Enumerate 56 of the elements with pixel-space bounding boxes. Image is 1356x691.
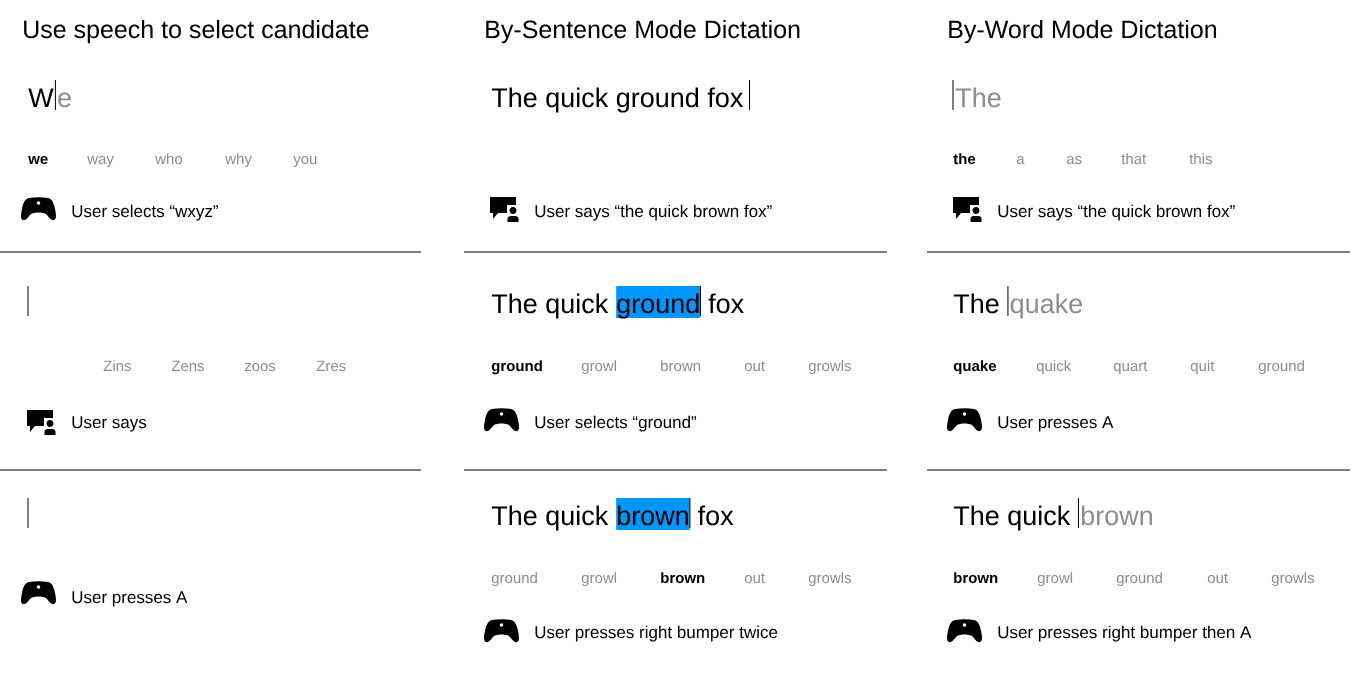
candidate-word: quick xyxy=(1036,360,1072,375)
candidate-word: brown xyxy=(661,360,701,372)
step-caption: User selects “ground” xyxy=(535,415,697,432)
candidate-word: ground xyxy=(491,572,537,587)
step-caption: User presses right bumper twice xyxy=(535,625,778,642)
candidate-word: growl xyxy=(581,360,617,375)
candidate-word: ground xyxy=(1116,572,1162,587)
highlighted-word: ground xyxy=(616,286,701,319)
step-caption: User says “the quick brown fox” xyxy=(535,204,772,221)
candidate-word: you xyxy=(293,155,317,168)
candidate-word: out xyxy=(1207,573,1228,584)
candidate-word: Zres xyxy=(316,360,346,372)
step-caption: User presses right bumper then A xyxy=(998,625,1252,642)
suggested-text: The xyxy=(955,87,1001,108)
candidate-word: a xyxy=(1016,155,1025,165)
candidate-word: the xyxy=(953,153,976,165)
candidate-word: that xyxy=(1121,153,1147,165)
candidate-word: we xyxy=(28,155,48,165)
candidate-word: way xyxy=(87,155,114,168)
suggested-text: quake xyxy=(1010,293,1082,319)
candidate-word: growl xyxy=(1037,572,1073,587)
candidate-word: Zins xyxy=(103,360,131,372)
candidate-word: ground xyxy=(491,360,542,375)
candidate-word: brown xyxy=(661,572,705,584)
candidate-word: ground xyxy=(1258,360,1304,375)
candidate-word: quart xyxy=(1113,361,1148,375)
candidate-word: Zens xyxy=(171,360,204,372)
suggested-text: brown xyxy=(1081,505,1152,526)
candidate-word: brown xyxy=(954,572,998,584)
candidate-word: growls xyxy=(1271,572,1314,587)
candidate-word: quake xyxy=(953,360,997,375)
step-caption: User selects “wxyz” xyxy=(72,204,218,221)
column-heading: By-Word Mode Dictation xyxy=(949,19,1216,44)
typed-text: The quick xyxy=(953,505,1071,531)
suggested-text: e xyxy=(58,92,71,108)
highlighted-word: brown xyxy=(616,498,690,530)
candidate-word: growl xyxy=(581,572,617,587)
step-caption: User says “the quick brown fox” xyxy=(998,204,1235,221)
candidate-word: why xyxy=(225,153,252,168)
step-caption: User says xyxy=(72,416,147,432)
candidate-word: growls xyxy=(808,360,851,375)
column-heading: By-Sentence Mode Dictation xyxy=(486,19,800,44)
typed-text: The quick ground fox xyxy=(491,87,744,113)
candidate-word: this xyxy=(1189,153,1212,165)
typed-text: The xyxy=(953,293,999,314)
candidate-word: growls xyxy=(808,572,851,587)
step-caption: User presses A xyxy=(72,591,188,607)
candidate-word: out xyxy=(744,573,765,584)
candidate-word: who xyxy=(155,153,183,165)
candidate-word: out xyxy=(744,361,765,372)
column-heading: Use speech to select candidate xyxy=(24,19,369,44)
step-caption: User presses A xyxy=(998,416,1114,432)
candidate-word: zoos xyxy=(244,362,276,372)
typed-text: W xyxy=(28,88,54,107)
candidate-word: as xyxy=(1066,155,1082,165)
candidate-word: quit xyxy=(1190,360,1215,375)
